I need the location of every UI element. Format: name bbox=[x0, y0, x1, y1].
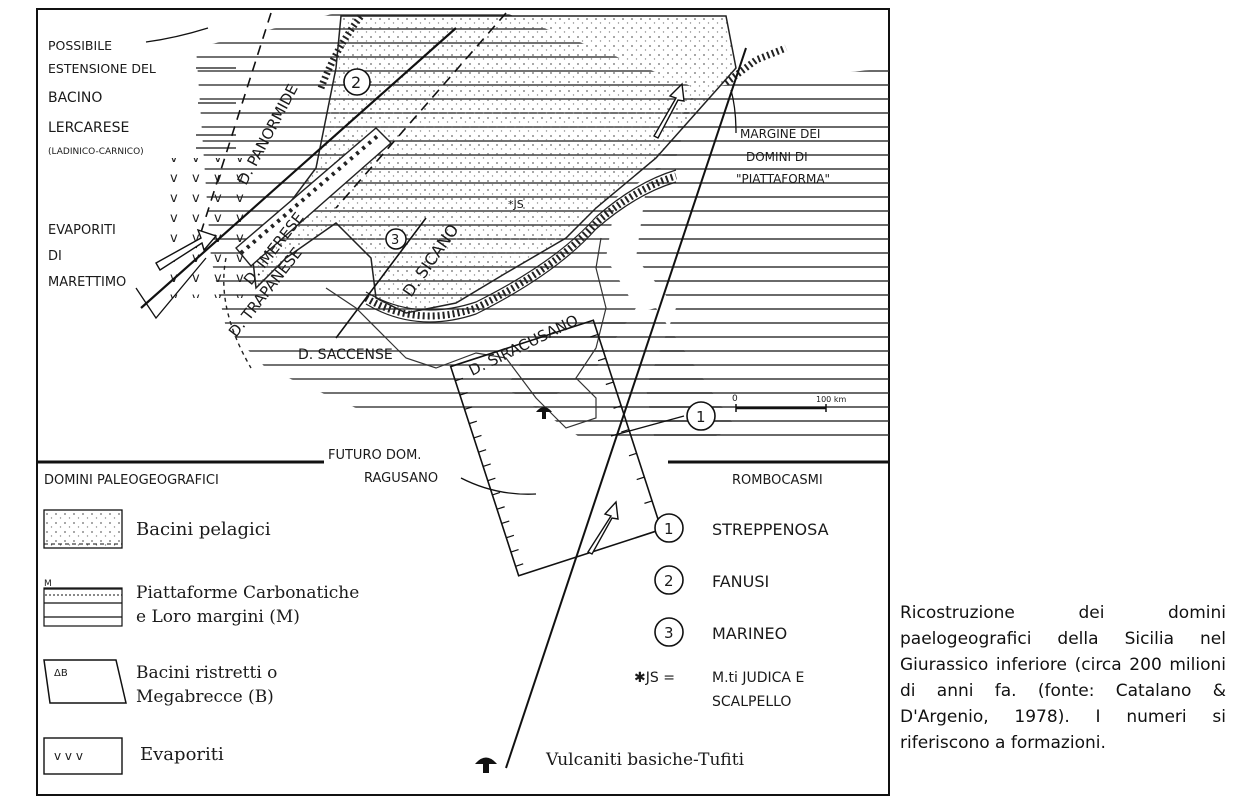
paleogeographic-map-figure: v bbox=[36, 8, 892, 798]
legend-label-platform-2: e Loro margini (M) bbox=[136, 607, 300, 627]
svg-text:"PIATTAFORMA": "PIATTAFORMA" bbox=[736, 172, 830, 186]
svg-text:1: 1 bbox=[696, 408, 706, 426]
legend-label-restricted-2: Megabrecce (B) bbox=[136, 687, 274, 707]
svg-text:M.ti JUDICA E: M.ti JUDICA E bbox=[712, 670, 804, 686]
svg-text:SCALPELLO: SCALPELLO bbox=[712, 694, 791, 710]
platform-margin-label: MARGINE DEI DOMINI DI "PIATTAFORMA" bbox=[736, 127, 830, 186]
svg-text:STREPPENOSA: STREPPENOSA bbox=[712, 520, 829, 539]
legend-label-evaporites: Evaporiti bbox=[140, 744, 224, 765]
shear-arrow-south bbox=[586, 500, 619, 555]
svg-text:MARINEO: MARINEO bbox=[712, 624, 787, 643]
legend-label-platform-1: Piattaforme Carbonatiche bbox=[136, 583, 359, 603]
pelagic-basin-sicano bbox=[250, 15, 737, 314]
svg-text:ESTENSIONE DEL: ESTENSIONE DEL bbox=[48, 61, 156, 76]
coastline bbox=[325, 237, 607, 429]
legend-swatch-evaporites: v v v bbox=[43, 737, 123, 775]
rombocasmi-1: 1 STREPPENOSA bbox=[654, 513, 829, 543]
svg-text:ΔB: ΔB bbox=[54, 668, 68, 679]
map-number-2: 2 bbox=[343, 68, 371, 96]
svg-text:EVAPORITI: EVAPORITI bbox=[48, 223, 116, 238]
domain-saccense-label: D. SACCENSE bbox=[298, 347, 393, 363]
svg-text:3: 3 bbox=[391, 233, 399, 248]
svg-text:v v v: v v v bbox=[54, 749, 83, 763]
legend-swatch-restricted-basin: ΔB bbox=[43, 659, 127, 704]
svg-text:FANUSI: FANUSI bbox=[712, 572, 769, 591]
svg-text:3: 3 bbox=[664, 624, 674, 642]
future-ragusano-label: FUTURO DOM. RAGUSANO bbox=[328, 448, 438, 486]
svg-text:2: 2 bbox=[351, 73, 361, 92]
js-marker-label: *JS bbox=[508, 198, 524, 211]
possible-extension-label: POSSIBILE ESTENSIONE DEL BACINO LERCARES… bbox=[48, 38, 156, 157]
svg-text:M: M bbox=[44, 579, 52, 589]
svg-text:BACINO: BACINO bbox=[48, 90, 102, 106]
legend-area: DOMINI PALEOGEOGRAFICI ROMBOCASMI M ΔB v… bbox=[37, 460, 889, 775]
legend-left-title: DOMINI PALEOGEOGRAFICI bbox=[44, 473, 219, 488]
shear-arrow-north bbox=[653, 82, 685, 139]
legend-js-entry: ✱JS = M.ti JUDICA E SCALPELLO bbox=[634, 670, 804, 710]
platform-domain-east bbox=[636, 68, 889, 448]
svg-text:MARETTIMO: MARETTIMO bbox=[48, 275, 126, 290]
svg-text:LERCARESE: LERCARESE bbox=[48, 120, 129, 136]
svg-text:DOMINI DI: DOMINI DI bbox=[746, 150, 808, 164]
scale-bar: 0 100 km bbox=[732, 394, 846, 412]
rombocasmi-3: 3 MARINEO bbox=[654, 617, 787, 647]
svg-text:MARGINE DEI: MARGINE DEI bbox=[740, 127, 820, 141]
map-number-1: 1 bbox=[686, 401, 716, 431]
evaporites-marettimo-label: EVAPORITI DI MARETTIMO bbox=[48, 223, 126, 290]
svg-text:RAGUSANO: RAGUSANO bbox=[364, 471, 438, 486]
svg-text:FUTURO DOM.: FUTURO DOM. bbox=[328, 448, 421, 463]
svg-text:DI: DI bbox=[48, 249, 62, 264]
map-area: 0 100 km POSSIBILE ESTENSIONE DEL BACINO… bbox=[48, 12, 889, 769]
rombocasmi-2: 2 FANUSI bbox=[654, 565, 769, 595]
platform-margin-band bbox=[364, 172, 678, 320]
figure-caption: Ricostruzione dei domini paelogeografici… bbox=[900, 603, 1226, 753]
legend-volcanics-entry: Vulcaniti basiche-Tufiti bbox=[475, 750, 745, 773]
legend-swatch-platform: M bbox=[43, 579, 123, 627]
svg-text:POSSIBILE: POSSIBILE bbox=[48, 38, 112, 53]
volcanics-icon bbox=[475, 757, 497, 773]
svg-text:Vulcaniti basiche-Tufiti: Vulcaniti basiche-Tufiti bbox=[545, 750, 745, 770]
svg-text:(LADINICO-CARNICO): (LADINICO-CARNICO) bbox=[48, 147, 144, 157]
svg-text:✱JS =: ✱JS = bbox=[634, 670, 675, 686]
legend-label-restricted-1: Bacini ristretti o bbox=[136, 663, 277, 683]
svg-text:2: 2 bbox=[664, 572, 674, 590]
legend-label-pelagic: Bacini pelagici bbox=[136, 519, 271, 540]
volcanics-symbol-map bbox=[536, 407, 552, 419]
legend-right-title: ROMBOCASMI bbox=[732, 473, 823, 488]
shear-arrow-west bbox=[155, 228, 218, 271]
map-number-3: 3 bbox=[385, 228, 407, 250]
ragusano-domain-area bbox=[506, 308, 736, 448]
svg-text:1: 1 bbox=[664, 520, 674, 538]
scale-end-label: 100 km bbox=[816, 395, 846, 404]
scale-start-label: 0 bbox=[732, 394, 738, 404]
legend-swatch-pelagic bbox=[43, 509, 123, 549]
